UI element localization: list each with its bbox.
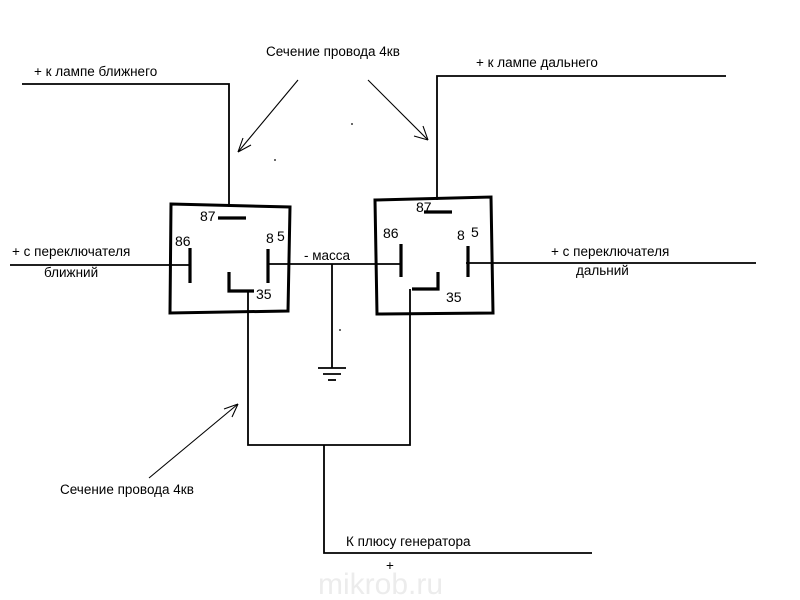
watermark: mikrob.ru xyxy=(318,568,443,600)
relay-right-pin-86: 86 xyxy=(383,225,399,241)
relay-left-pin-35: 35 xyxy=(256,286,272,302)
wires xyxy=(10,75,756,554)
relay-left-pin-87: 87 xyxy=(200,208,216,224)
wire-high-beam-lamp xyxy=(436,75,726,200)
label-generator: К плюсу генератора xyxy=(346,534,471,549)
relay-right-pin-87: 87 xyxy=(416,199,432,215)
ground-symbol-icon xyxy=(318,367,346,381)
relay-left-pin-85b: 5 xyxy=(277,228,285,244)
annotation-arrows xyxy=(148,79,429,479)
relay-right-pin-85a: 8 xyxy=(457,227,465,243)
label-left-switch: + с переключателя xyxy=(12,244,130,259)
relay-left-body xyxy=(168,202,292,315)
relay-left-pin-85a: 8 xyxy=(266,230,274,246)
wire-generator-bus xyxy=(247,289,411,446)
relay-right-pin-35: 35 xyxy=(446,289,462,305)
label-ground: - масса xyxy=(304,248,351,263)
wire-low-beam-lamp xyxy=(22,83,230,207)
stray-dots xyxy=(274,123,353,331)
relay-left: 87 86 8 5 35 xyxy=(168,202,292,315)
relay-left-contact-35 xyxy=(227,272,254,293)
relay-right-pin-85b: 5 xyxy=(471,224,479,240)
arrowhead-icon xyxy=(223,403,239,418)
arrowhead-icon xyxy=(413,125,429,141)
label-section-top: Сечение провода 4кв xyxy=(266,44,400,59)
label-low-beam-lamp: + к лампе ближнего xyxy=(34,64,157,79)
label-high-beam-lamp: + к лампе дальнего xyxy=(476,55,598,70)
arrow-icon xyxy=(148,403,239,479)
label-right-switch: + с переключателя xyxy=(551,244,669,259)
relay-right-body xyxy=(373,195,495,316)
label-left-switch-sub: ближний xyxy=(44,265,98,280)
label-right-switch-sub: дальний xyxy=(576,263,629,278)
arrow-icon xyxy=(367,79,429,141)
label-generator-plus: + xyxy=(386,558,394,573)
relay-right: 87 86 8 5 35 xyxy=(373,195,495,316)
label-section-bottom: Сечение провода 4кв xyxy=(60,482,194,497)
arrow-icon xyxy=(237,79,299,153)
relay-left-pin-86: 86 xyxy=(175,233,191,249)
relay-right-contact-35 xyxy=(412,272,440,291)
wire-generator xyxy=(323,445,592,554)
arrowhead-icon xyxy=(237,137,252,153)
